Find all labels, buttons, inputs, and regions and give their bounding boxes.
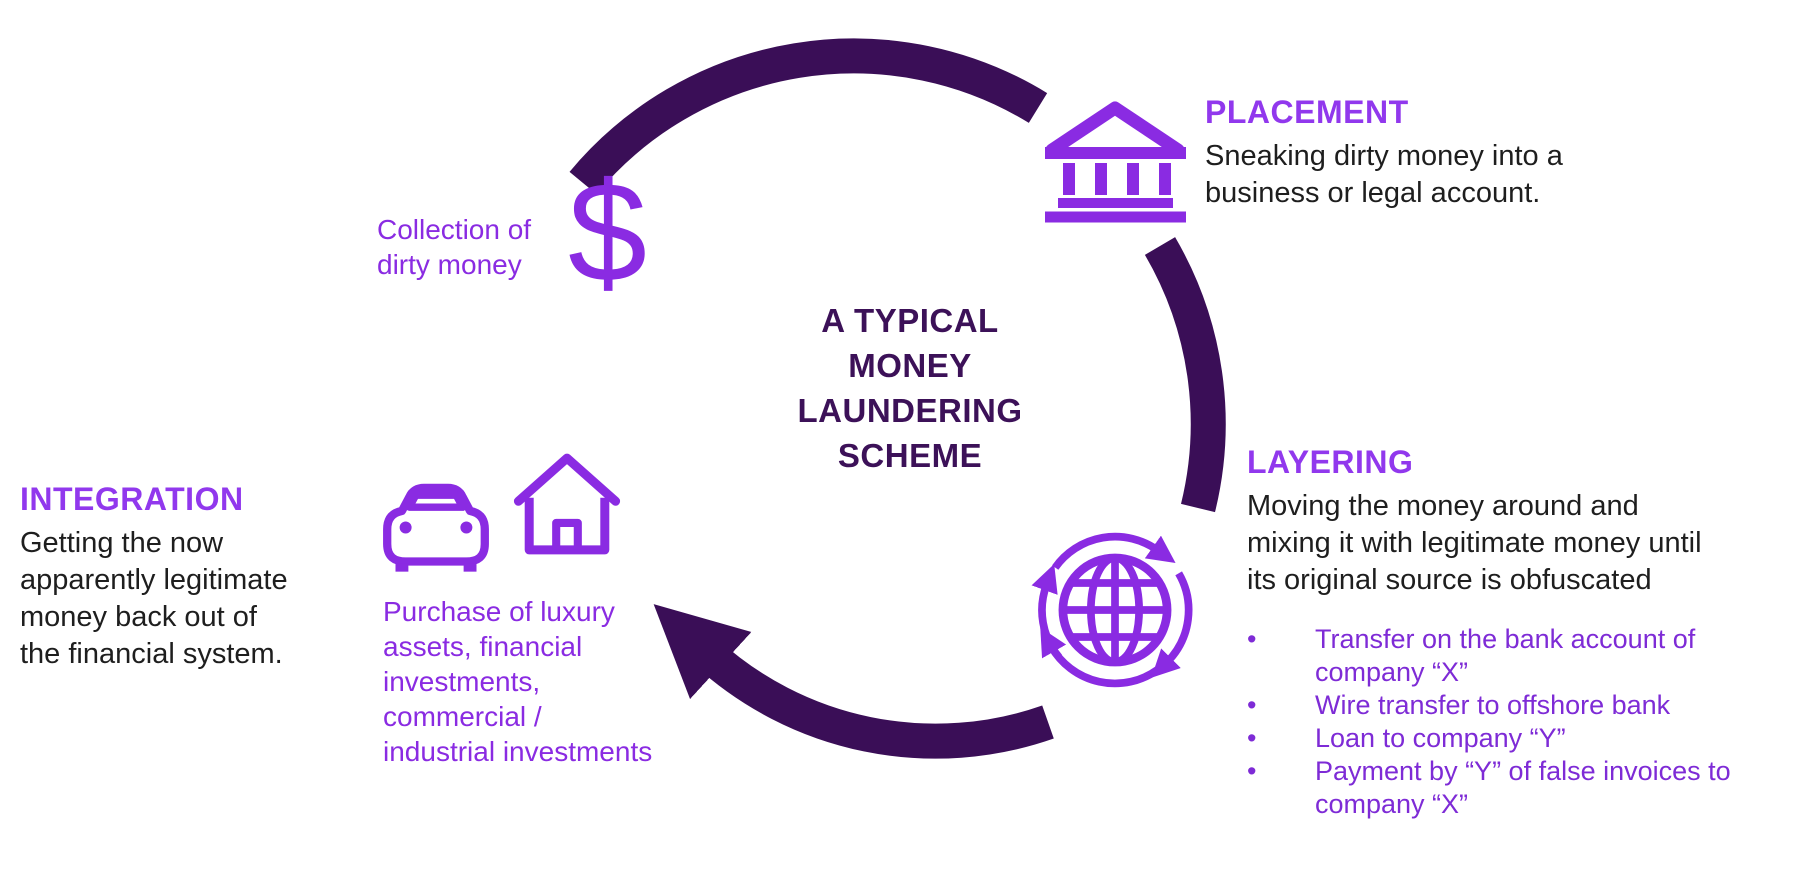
bank-icon — [1045, 101, 1186, 223]
stage-layering: LAYERING Moving the money around and mix… — [1247, 442, 1731, 821]
layering-bullet-list: • Transfer on the bank account of compan… — [1247, 623, 1731, 821]
integration-description: Getting the now apparently legitimate mo… — [20, 527, 288, 670]
list-item: • Loan to company “Y” — [1247, 723, 1566, 753]
list-item: • Payment by “Y” of false invoices to co… — [1247, 756, 1731, 819]
placement-heading: PLACEMENT — [1205, 94, 1409, 130]
list-item: • Wire transfer to offshore bank — [1247, 690, 1671, 720]
house-icon — [513, 453, 621, 555]
stage-integration: INTEGRATION Getting the now apparently l… — [20, 479, 288, 673]
purchase-label: Purchase of luxury assets, financial inv… — [383, 596, 653, 767]
placement-description: Sneaking dirty money into a business or … — [1205, 140, 1563, 209]
bullet-icon: • — [1247, 756, 1257, 786]
dollar-sign-icon: $ — [568, 153, 647, 312]
layering-heading: LAYERING — [1247, 444, 1414, 480]
bullet-icon: • — [1247, 624, 1257, 654]
car-icon — [383, 483, 489, 572]
globe-circulation-icon — [1031, 532, 1193, 688]
layering-description: Moving the money around and mixing it wi… — [1247, 490, 1702, 596]
bottom-arc-with-arrow — [653, 604, 1054, 759]
stage-placement: PLACEMENT Sneaking dirty money into a bu… — [1205, 92, 1563, 212]
bullet-icon: • — [1247, 723, 1257, 753]
bullet-icon: • — [1247, 690, 1257, 720]
top-arc — [569, 38, 1048, 195]
list-item: • Transfer on the bank account of compan… — [1247, 624, 1696, 687]
collection-label: Collection of dirty money — [377, 214, 532, 280]
integration-heading: INTEGRATION — [20, 481, 244, 517]
right-arc — [1144, 237, 1226, 513]
page-title: A TYPICAL MONEY LAUNDERING SCHEME — [797, 302, 1023, 474]
